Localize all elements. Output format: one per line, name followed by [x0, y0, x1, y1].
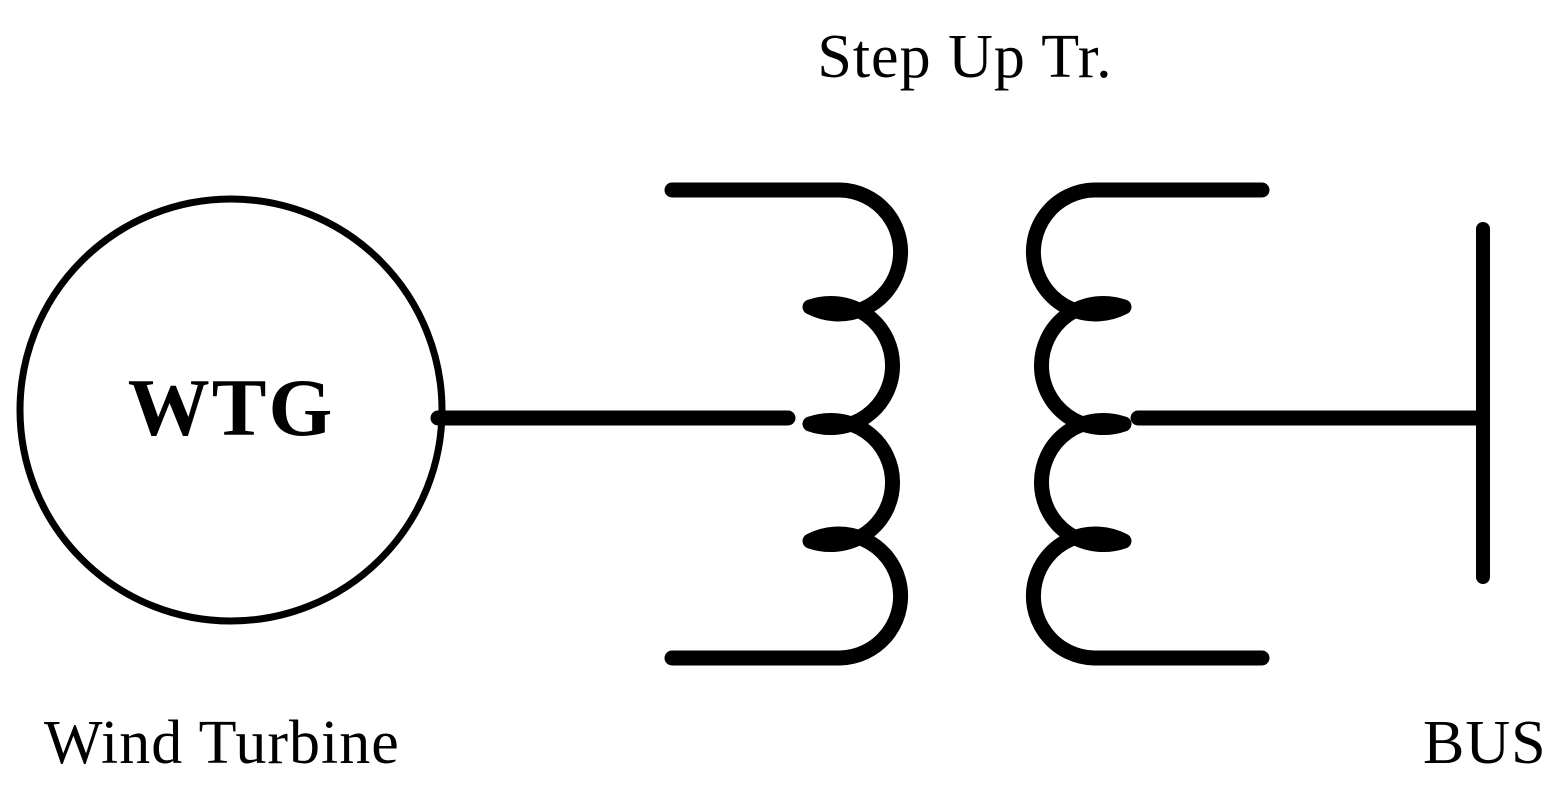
generator-caption: Wind Turbine [44, 709, 400, 777]
generator-circle-icon [16, 195, 446, 625]
transformer-caption: Step Up Tr. [817, 23, 1113, 91]
transformer-secondary-winding-icon [1025, 182, 1270, 666]
transformer-primary-winding-icon [664, 182, 909, 666]
bus-caption: BUS [1423, 709, 1547, 777]
generator-symbol-text: WTG [127, 362, 335, 453]
